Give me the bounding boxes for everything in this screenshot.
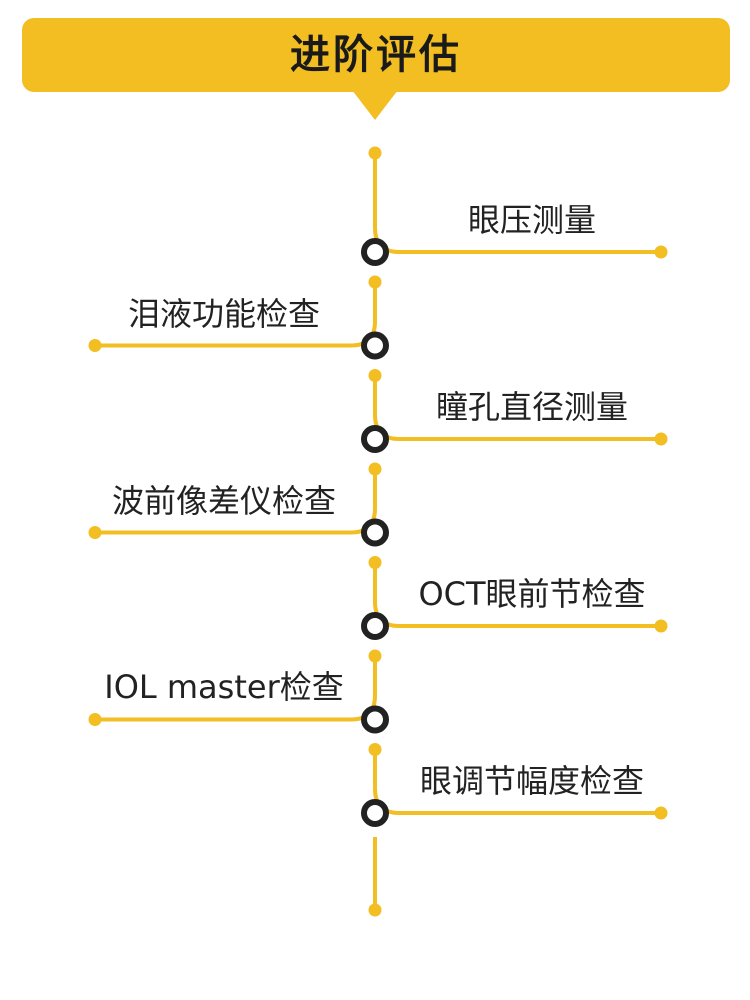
branch-end-dot [654,245,668,259]
branch-end-dot [88,526,102,539]
header-banner: 进阶评估 [22,18,730,92]
branch-end-dot [654,619,668,633]
branch-end-dot [88,339,102,352]
timeline-node-icon [361,331,389,360]
timeline-node-icon [361,799,389,827]
step-label-5: OCT眼前节检查 [418,575,646,613]
timeline-end-dot [368,903,382,917]
branch-end-dot [654,806,668,820]
timeline-node-icon [361,518,389,547]
timeline-node-icon [361,425,389,453]
branch-end-dot [88,713,102,726]
banner-pointer-icon [352,90,398,120]
step-label-2: 泪液功能检查 [127,295,320,333]
step-label-3: 瞳孔直径测量 [435,388,628,426]
branch-end-dot [654,432,668,446]
timeline-node-icon [361,705,389,734]
step-label-1: 眼压测量 [467,201,596,239]
step-label-7: 眼调节幅度检查 [419,762,644,800]
step-label-4: 波前像差仪检查 [111,482,336,520]
step-label-6: IOL master检查 [104,668,344,706]
page-title: 进阶评估 [290,32,462,78]
timeline-node-icon [361,238,389,266]
timeline-node-icon [361,612,389,640]
